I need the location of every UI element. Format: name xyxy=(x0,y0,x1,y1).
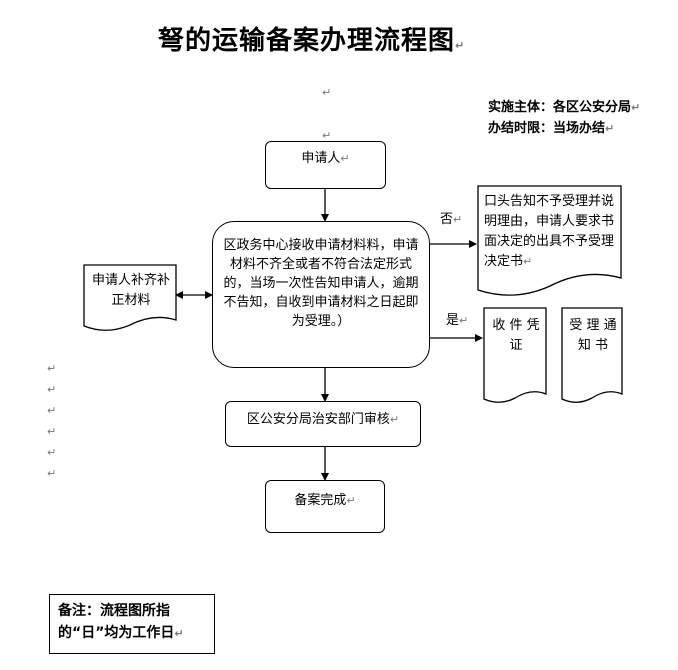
paragraph-mark: ↵ xyxy=(346,494,356,507)
receipt-doc: 收 件 凭证 xyxy=(490,316,542,356)
paragraph-mark: ↵ xyxy=(453,213,463,226)
review-label: 区公安分局治安部门审核 xyxy=(246,412,390,427)
paragraph-mark: ↵ xyxy=(322,86,332,99)
note-box: 备注：流程图所指的“日”均为工作日↵ xyxy=(49,594,215,654)
paragraph-mark: ↵ xyxy=(174,627,184,640)
receipt-text: 收 件 凭证 xyxy=(492,318,540,353)
reject-doc-shape xyxy=(477,185,622,296)
complete-label: 备案完成 xyxy=(294,493,347,508)
no-text: 否 xyxy=(440,212,454,227)
notice-doc: 受 理 通 知 书 xyxy=(568,316,618,356)
paragraph-mark: ↵ xyxy=(322,129,332,142)
receipt-doc-shape xyxy=(483,307,547,403)
notice-doc-shape xyxy=(561,307,623,403)
paragraph-mark: ↵ xyxy=(455,39,466,52)
paragraph-mark: ↵ xyxy=(605,122,615,135)
paragraph-mark: ↵ xyxy=(631,101,641,114)
paragraph-mark: ↵ xyxy=(459,314,469,327)
notice-text: 受 理 通 知 书 xyxy=(569,318,617,353)
supplement-doc-shape xyxy=(83,264,177,331)
paragraph-mark: ↵ xyxy=(389,413,400,426)
paragraph-mark: ↵ xyxy=(47,362,57,375)
time-limit-text: 办结时限：当场办结 xyxy=(488,121,606,136)
implementer-info: 实施主体：各区公安分局↵ xyxy=(488,96,640,115)
applicant-label: 申请人 xyxy=(301,151,341,166)
center-process-box: 区政务中心接收申请材料料，申请材料不齐全或者不符合法定形式的，当场一次性告知申请… xyxy=(212,221,430,368)
center-process-text: 区政务中心接收申请材料料，申请材料不齐全或者不符合法定形式的，当场一次性告知申请… xyxy=(223,238,419,329)
paragraph-mark: ↵ xyxy=(47,467,57,480)
paragraph-mark: ↵ xyxy=(340,152,350,165)
note-text: 备注：流程图所指的“日”均为工作日 xyxy=(58,603,175,641)
paragraph-mark: ↵ xyxy=(47,383,57,396)
no-label: 否↵ xyxy=(440,208,462,227)
paragraph-mark: ↵ xyxy=(523,255,533,268)
applicant-box: 申请人↵ xyxy=(265,141,386,189)
supplement-text: 申请人补齐补正材料 xyxy=(91,273,170,308)
implementer-text: 实施主体：各区公安分局 xyxy=(488,100,632,115)
reject-text: 口头告知不予受理并说明理由，申请人要求书面决定的出具不予受理决定书 xyxy=(484,194,615,269)
paragraph-mark: ↵ xyxy=(47,446,57,459)
title-text: 弩的运输备案办理流程图 xyxy=(158,26,456,56)
supplement-doc: 申请人补齐补正材料 xyxy=(88,271,174,311)
yes-text: 是 xyxy=(446,313,460,328)
reject-doc: 口头告知不予受理并说明理由，申请人要求书面决定的出具不予受理决定书↵ xyxy=(484,192,618,272)
page-title: 弩的运输备案办理流程图↵ xyxy=(158,20,465,57)
complete-box: 备案完成↵ xyxy=(265,480,385,533)
time-limit-info: 办结时限：当场办结↵ xyxy=(488,117,614,136)
review-box: 区公安分局治安部门审核↵ xyxy=(225,401,421,447)
paragraph-mark: ↵ xyxy=(47,404,57,417)
yes-label: 是↵ xyxy=(446,309,468,328)
paragraph-mark: ↵ xyxy=(47,425,57,438)
